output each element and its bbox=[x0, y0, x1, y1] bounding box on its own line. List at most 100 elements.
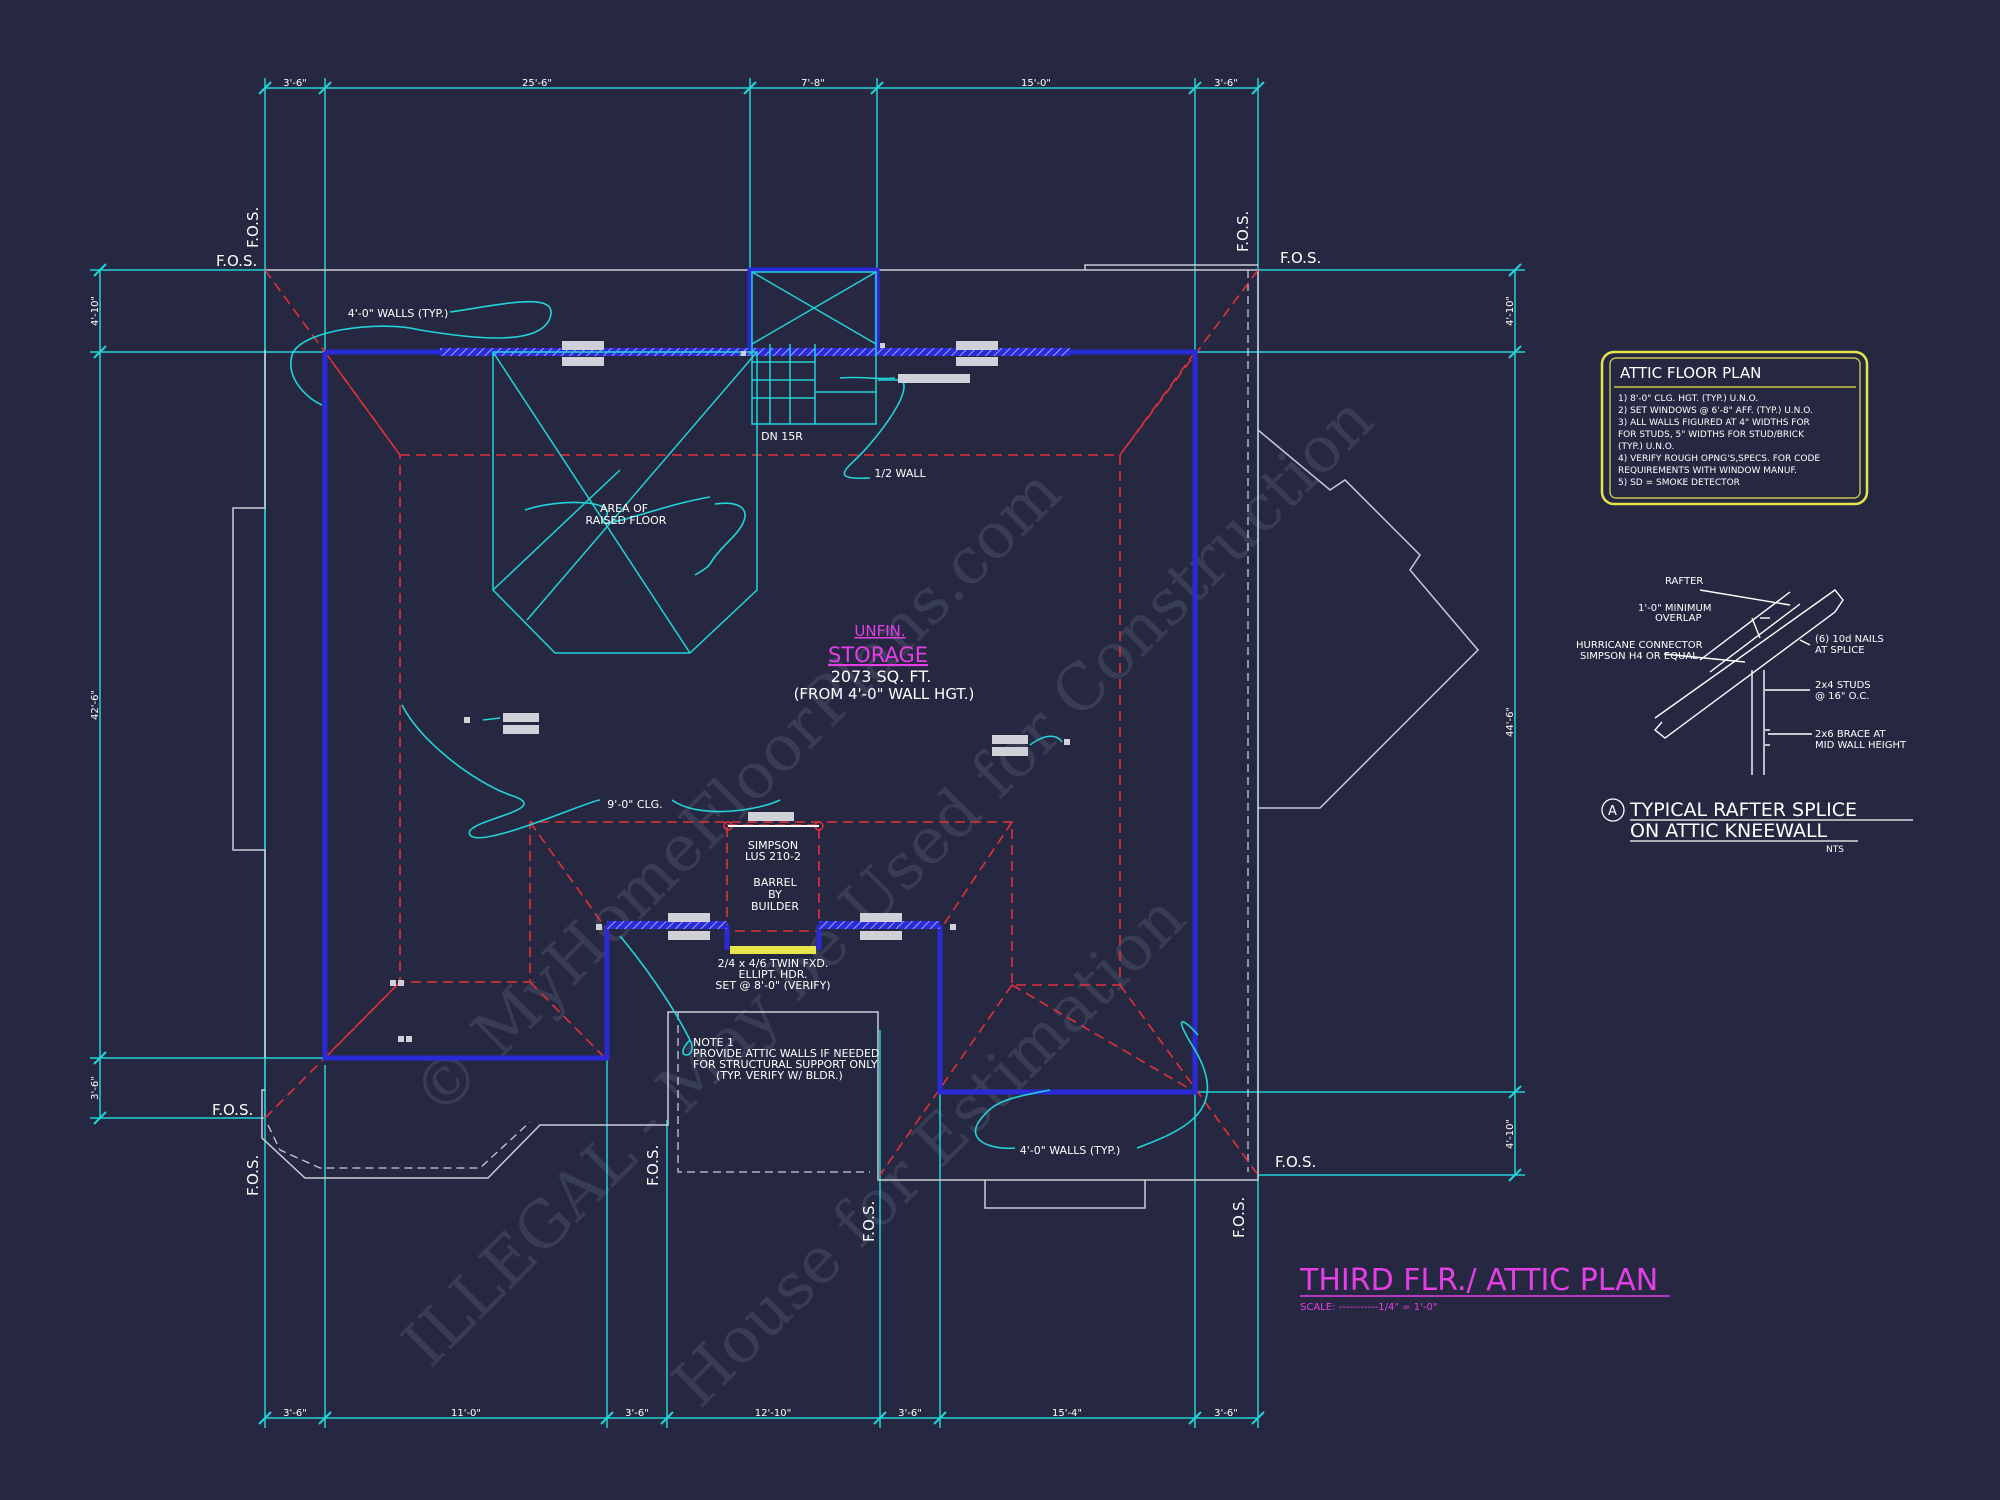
detail-title-1: TYPICAL RAFTER SPLICE bbox=[1629, 799, 1857, 821]
walls-typ-bottom-label: 4'-0" WALLS (TYP.) bbox=[1020, 1144, 1121, 1157]
twin-window bbox=[730, 946, 816, 954]
walls-typ-top-label: 4'-0" WALLS (TYP.) bbox=[348, 307, 449, 320]
raised-floor-area bbox=[492, 351, 758, 654]
room-area: 2073 SQ. FT. bbox=[831, 667, 932, 686]
dim-right-3: 4'-10" bbox=[1505, 1119, 1516, 1149]
attic-notes-box: ATTIC FLOOR PLAN 1) 8'-0" CLG. HGT. (TYP… bbox=[1600, 350, 1869, 506]
fos-label: F.O.S. bbox=[216, 252, 257, 270]
support-markers bbox=[390, 341, 1070, 1042]
fos-label: F.O.S. bbox=[244, 1155, 262, 1196]
fos-label: F.O.S. bbox=[860, 1201, 878, 1242]
detail-brace-label: 2x6 BRACE AT bbox=[1815, 729, 1886, 740]
raised-floor-label: AREA OF bbox=[600, 502, 648, 515]
simpson-label: LUS 210-2 bbox=[745, 850, 801, 863]
dim-left-1: 4'-10" bbox=[90, 296, 101, 326]
hip-lines bbox=[264, 269, 1259, 1176]
dim-top-3: 7'-8" bbox=[801, 78, 825, 89]
notes-list: 1) 8'-0" CLG. HGT. (TYP.) U.N.O. 2) SET … bbox=[1618, 394, 1820, 488]
note-line: (TYP. VERIFY W/ BLDR.) bbox=[716, 1069, 843, 1082]
dim-bottom-7: 3'-6" bbox=[1214, 1408, 1238, 1419]
header-label: ELLIPT. HDR. bbox=[739, 968, 808, 981]
barrel-label: BY bbox=[768, 888, 782, 901]
fos-label: F.O.S. bbox=[244, 207, 262, 248]
hatched-wall-mid-left bbox=[607, 921, 727, 929]
dim-bottom-3: 3'-6" bbox=[625, 1408, 649, 1419]
dim-bottom-2: 11'-0" bbox=[451, 1408, 481, 1419]
half-wall-label: 1/2 WALL bbox=[874, 467, 926, 480]
room-area-note: (FROM 4'-0" WALL HGT.) bbox=[794, 685, 975, 703]
note-item: (TYP.) U.N.O. bbox=[1618, 442, 1674, 452]
dim-bottom-4: 12'-10" bbox=[755, 1408, 791, 1419]
dim-top-2: 25'-6" bbox=[522, 78, 552, 89]
fos-labels: F.O.S. F.O.S. F.O.S. F.O.S. F.O.S. F.O.S… bbox=[212, 207, 1321, 1242]
note-line: FOR STRUCTURAL SUPPORT ONLY bbox=[693, 1058, 878, 1071]
rafter-splice-detail: RAFTER 1'-0" MINIMUM OVERLAP HURRICANE C… bbox=[1576, 576, 1913, 855]
dim-left-3: 3'-6" bbox=[90, 1076, 101, 1100]
simpson-label: SIMPSON bbox=[748, 839, 798, 852]
note-item: 3) ALL WALLS FIGURED AT 4" WIDTHS FOR bbox=[1618, 418, 1810, 428]
note-item: 4) VERIFY ROUGH OPNG'S,SPECS. FOR CODE bbox=[1618, 454, 1820, 464]
dimension-ticks bbox=[93, 81, 1522, 1425]
dim-top-4: 15'-0" bbox=[1021, 78, 1051, 89]
dim-bottom-5: 3'-6" bbox=[898, 1408, 922, 1419]
leader-lines bbox=[289, 300, 1209, 1150]
detail-connector-label: SIMPSON H4 OR EQUAL bbox=[1580, 651, 1698, 662]
detail-studs-label: @ 16" O.C. bbox=[1815, 691, 1870, 702]
fos-label: F.O.S. bbox=[1234, 211, 1252, 252]
fos-label: F.O.S. bbox=[1280, 249, 1321, 267]
room-name: STORAGE bbox=[828, 643, 928, 667]
fos-label: F.O.S. bbox=[1230, 1197, 1248, 1238]
dim-bottom-1: 3'-6" bbox=[283, 1408, 307, 1419]
raised-floor-label: RAISED FLOOR bbox=[586, 514, 667, 527]
note-line: PROVIDE ATTIC WALLS IF NEEDED bbox=[693, 1047, 879, 1060]
plan-annotations: 4'-0" WALLS (TYP.) AREA OF RAISED FLOOR … bbox=[348, 307, 1121, 1157]
stair bbox=[751, 271, 877, 425]
barrel-label: BARREL bbox=[753, 876, 797, 889]
dn-br-label: DN 15R bbox=[761, 430, 803, 443]
detail-overlap-label: OVERLAP bbox=[1655, 613, 1701, 624]
note-item: REQUIREMENTS WITH WINDOW MANUF. bbox=[1618, 466, 1797, 476]
room-unfin: UNFIN. bbox=[854, 622, 905, 640]
note-line: NOTE 1 bbox=[693, 1036, 734, 1049]
dim-right-1: 4'-10" bbox=[1505, 296, 1516, 326]
hatched-wall-mid-right bbox=[819, 921, 940, 929]
plan-title: THIRD FLR./ ATTIC PLAN bbox=[1299, 1263, 1658, 1298]
detail-rafter-label: RAFTER bbox=[1665, 576, 1703, 587]
roof-overhang-dashed bbox=[267, 270, 1249, 1173]
barrel-label: BUILDER bbox=[751, 900, 799, 913]
header-label: 2/4 x 4/6 TWIN FXD. bbox=[718, 957, 829, 970]
dim-top-1: 3'-6" bbox=[283, 78, 307, 89]
dimension-lines bbox=[90, 78, 1525, 1428]
detail-nails-label: (6) 10d NAILS bbox=[1815, 634, 1884, 645]
plan-title-block: THIRD FLR./ ATTIC PLAN SCALE: ----------… bbox=[1299, 1263, 1670, 1313]
plan-scale: SCALE: -----------1/4" = 1'-0" bbox=[1300, 1302, 1437, 1313]
dimension-labels: 3'-6" 25'-6" 7'-8" 15'-0" 3'-6" 3'-6" 11… bbox=[90, 78, 1516, 1419]
detail-overlap-label: 1'-0" MINIMUM bbox=[1638, 603, 1711, 614]
detail-marker: A bbox=[1608, 804, 1617, 819]
note-item: 5) SD = SMOKE DETECTOR bbox=[1618, 478, 1740, 488]
note-item: 1) 8'-0" CLG. HGT. (TYP.) U.N.O. bbox=[1618, 394, 1758, 404]
clg-label: 9'-0" CLG. bbox=[607, 798, 662, 811]
dim-top-5: 3'-6" bbox=[1214, 78, 1238, 89]
fos-label: F.O.S. bbox=[212, 1101, 253, 1119]
note-item: 2) SET WINDOWS @ 6'-8" AFF. (TYP.) U.N.O… bbox=[1618, 406, 1813, 416]
watermark: © MyHomeFloorPlans.com ILLEGAL - May be … bbox=[389, 383, 1388, 1422]
notes-title: ATTIC FLOOR PLAN bbox=[1620, 364, 1761, 382]
dim-bottom-6: 15'-4" bbox=[1052, 1408, 1082, 1419]
detail-title-2: ON ATTIC KNEEWALL bbox=[1630, 820, 1828, 842]
structural-note: NOTE 1 PROVIDE ATTIC WALLS IF NEEDED FOR… bbox=[693, 1036, 879, 1082]
dim-left-2: 42'-6" bbox=[90, 690, 101, 720]
detail-nails-label: AT SPLICE bbox=[1815, 645, 1865, 656]
dim-right-2: 44'-6" bbox=[1505, 707, 1516, 737]
detail-marker-circle bbox=[1601, 798, 1625, 822]
header-label: SET @ 8'-0" (VERIFY) bbox=[715, 979, 830, 992]
fos-label: F.O.S. bbox=[644, 1145, 662, 1186]
room-label: UNFIN. STORAGE 2073 SQ. FT. (FROM 4'-0" … bbox=[794, 622, 975, 703]
detail-brace-label: MID WALL HEIGHT bbox=[1815, 740, 1907, 751]
detail-scale: NTS bbox=[1826, 845, 1844, 855]
detail-connector-label: HURRICANE CONNECTOR bbox=[1576, 640, 1703, 651]
detail-studs-label: 2x4 STUDS bbox=[1815, 680, 1871, 691]
fos-label: F.O.S. bbox=[1275, 1153, 1316, 1171]
exterior-outline bbox=[232, 264, 1480, 1209]
